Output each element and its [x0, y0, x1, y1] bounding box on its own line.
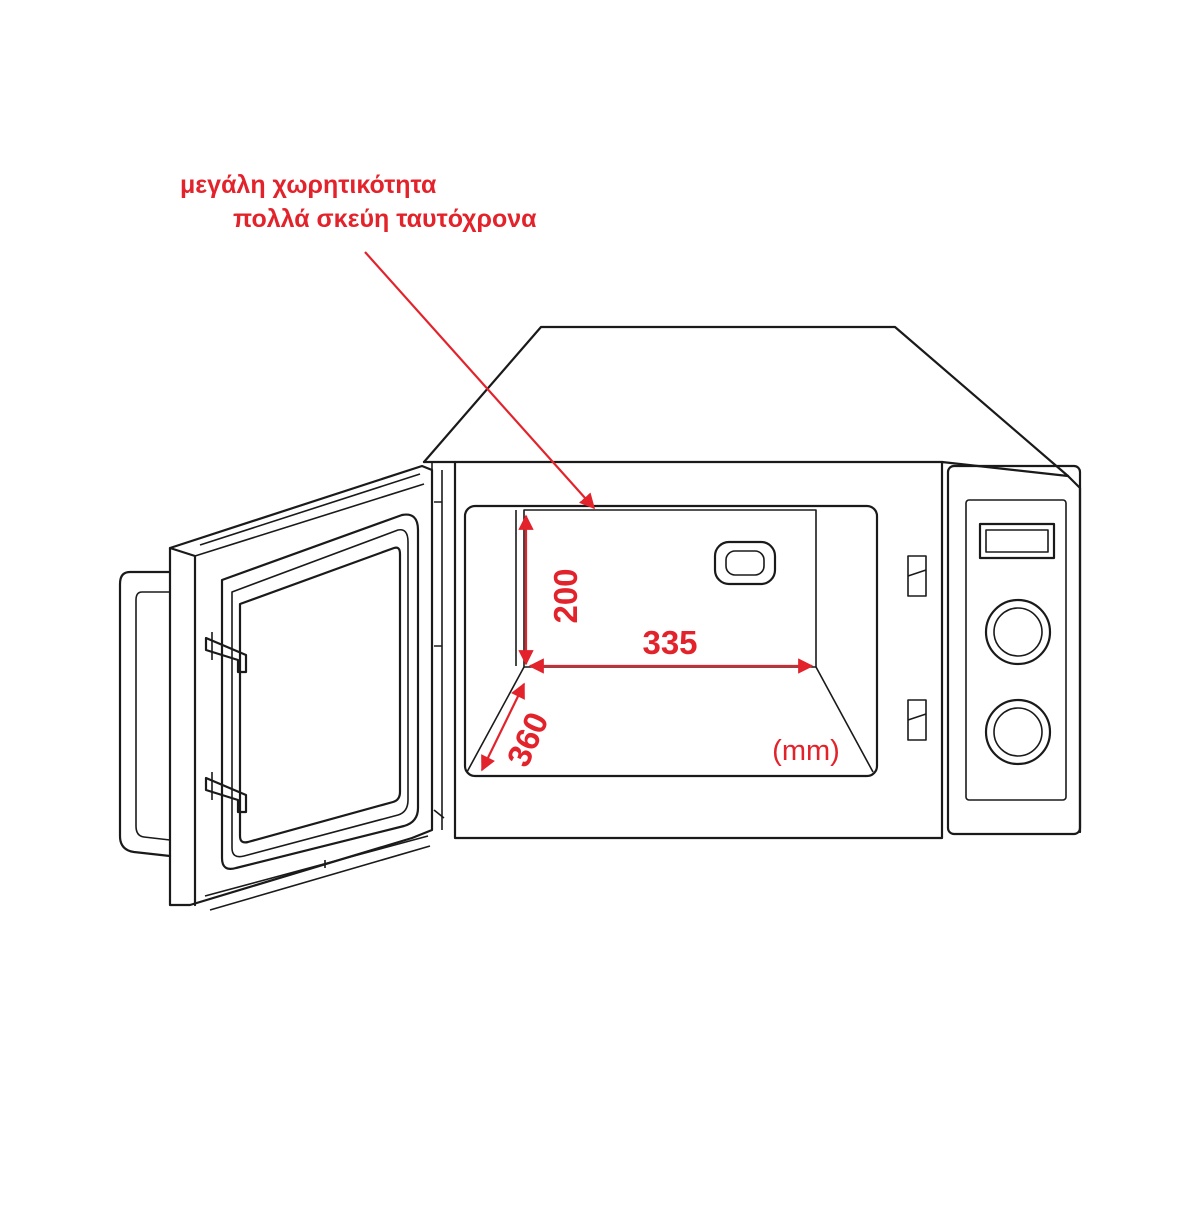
- cavity-floor-right: [815, 666, 874, 773]
- unit-label: (mm): [772, 735, 840, 767]
- door-top-edge: [194, 483, 425, 557]
- width-dimension-label: 335: [642, 624, 697, 661]
- waveguide-cover: [713, 540, 777, 586]
- door-handle[interactable]: [118, 570, 172, 858]
- display-window: [978, 522, 1056, 560]
- control-panel-frame: [946, 464, 1082, 836]
- door-window-middle: [231, 528, 409, 858]
- latch-slot-lower: [907, 699, 927, 741]
- control-panel-inner: [965, 499, 1067, 801]
- callout-arrow: [364, 251, 596, 510]
- door-edge: [168, 546, 197, 907]
- callout-line-2: πολλά σκεύη ταυτόχρονα: [233, 205, 537, 233]
- latch-slot-upper: [907, 555, 927, 597]
- door-window-outer: [220, 513, 420, 870]
- dimension-annotations: 200 335 360 (mm): [481, 514, 840, 772]
- door-handle-inner: [135, 591, 171, 841]
- callout-line-1: μεγάλη χωρητικότητα: [180, 171, 437, 199]
- door-window-inner: [238, 546, 402, 844]
- waveguide-cover-inner: [725, 550, 765, 576]
- top-panel: [422, 325, 1070, 478]
- control-panel: [946, 464, 1082, 836]
- capacity-callout: μεγάλη χωρητικότητα πολλά σκεύη ταυτόχρο…: [180, 171, 596, 510]
- display-screen: [985, 529, 1049, 553]
- timer-knob[interactable]: [984, 598, 1052, 666]
- hinge-upper: [204, 636, 248, 674]
- door-bottom-strip: [204, 835, 431, 911]
- latch-slots: [907, 555, 927, 741]
- height-dimension-label: 200: [547, 568, 584, 623]
- door-frame: [168, 464, 434, 907]
- power-knob-inner: [993, 707, 1043, 757]
- power-knob[interactable]: [984, 698, 1052, 766]
- timer-knob-inner: [993, 607, 1043, 657]
- depth-dimension-arrow: [481, 682, 525, 772]
- door[interactable]: [118, 464, 445, 911]
- cavity-frame: [463, 504, 879, 778]
- cabinet-outline: [422, 460, 1082, 840]
- hinge-lower: [204, 776, 248, 814]
